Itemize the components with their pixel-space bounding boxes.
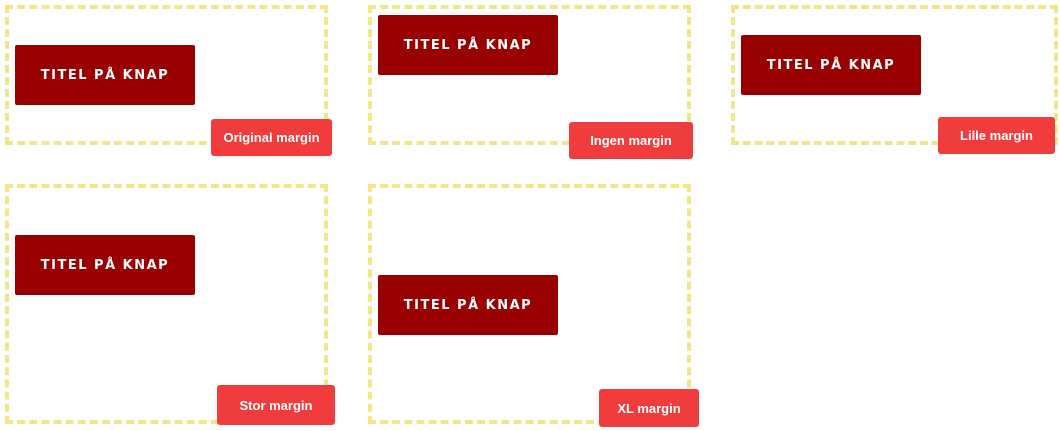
title-button-large-margin[interactable]: TITEL PÅ KNAP	[15, 235, 195, 295]
label-original-margin: Original margin	[211, 119, 332, 156]
example-box-large-margin	[5, 184, 328, 424]
label-xl-margin: XL margin	[599, 389, 699, 427]
title-button-original-margin[interactable]: TITEL PÅ KNAP	[15, 45, 195, 105]
label-no-margin: Ingen margin	[569, 122, 693, 159]
title-button-xl-margin[interactable]: TITEL PÅ KNAP	[378, 275, 558, 335]
title-button-small-margin[interactable]: TITEL PÅ KNAP	[741, 35, 921, 95]
label-large-margin: Stor margin	[217, 385, 335, 425]
label-small-margin: Lille margin	[938, 117, 1055, 154]
title-button-no-margin[interactable]: TITEL PÅ KNAP	[378, 15, 558, 75]
